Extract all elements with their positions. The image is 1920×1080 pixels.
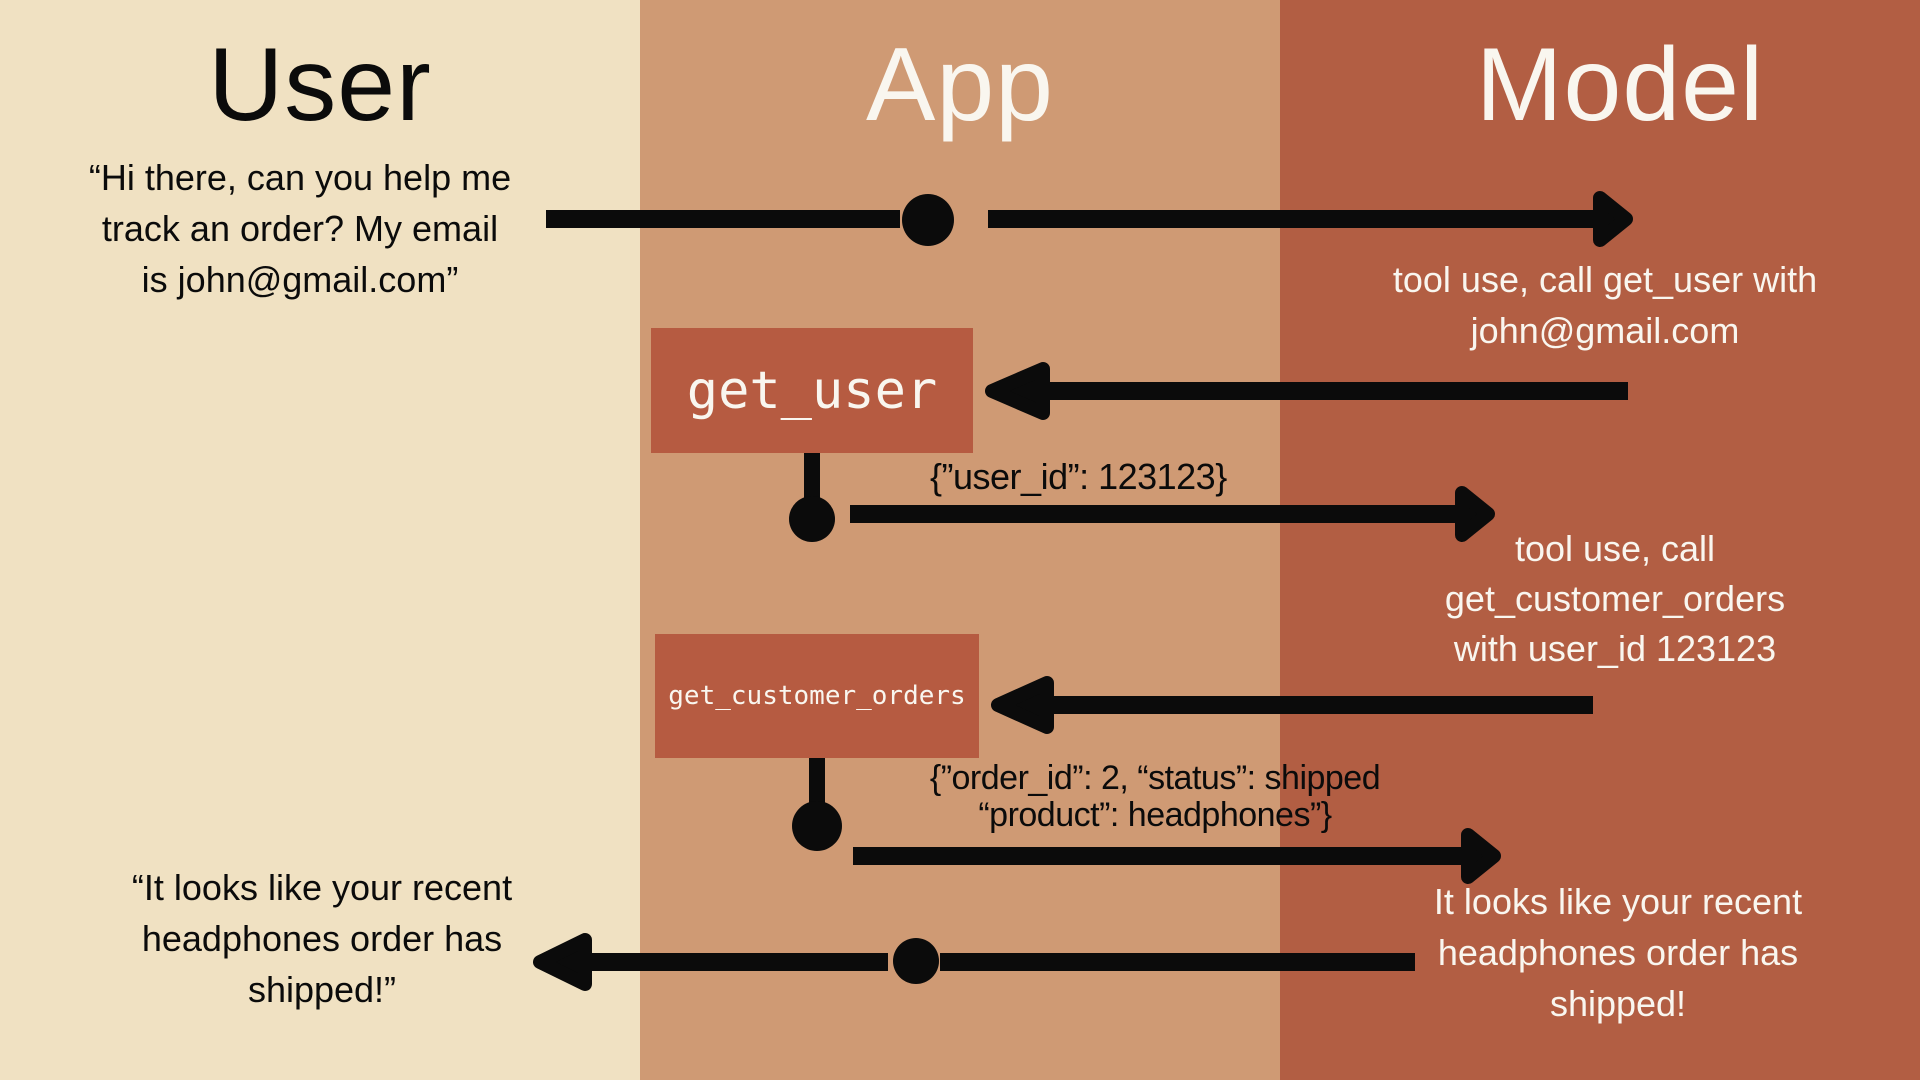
getuser-result-dot-icon <box>789 496 835 542</box>
model-reply-line: headphones order has <box>1437 932 1799 973</box>
lane-model-title: Model <box>1475 27 1765 143</box>
tool-result-1-payload: {”user_id”: 123123} <box>930 456 1227 497</box>
app-relay-dot-icon <box>893 938 939 984</box>
model-reply-line: shipped! <box>1549 983 1687 1024</box>
tool-result-2-line: “product”: headphones”} <box>978 796 1332 834</box>
tool-box-get-customer-orders-label: get_customer_orders <box>668 681 966 711</box>
arrowhead-right-icon <box>1455 486 1495 542</box>
lane-model: Model <box>1280 0 1920 1080</box>
lane-app-title: App <box>865 27 1055 143</box>
model-tool-call-1-text: tool use, call get_user with john@gmail.… <box>1385 254 1825 356</box>
model-tool-call-1-line: john@gmail.com <box>1470 310 1740 351</box>
user-reply-line: headphones order has <box>141 918 503 959</box>
model-reply-text: It looks like your recent headphones ord… <box>1398 876 1838 1029</box>
arrowhead-right-icon <box>1461 828 1501 884</box>
arrowhead-left-icon <box>985 362 1050 420</box>
arrowhead-right-icon <box>1593 191 1633 247</box>
user-reply-line: “It looks like your recent <box>131 867 513 908</box>
arrowhead-left-icon <box>991 676 1054 734</box>
lane-app: App <box>640 0 1280 1080</box>
lane-user: User <box>0 0 640 1080</box>
user-request-message: “Hi there, can you help me track an orde… <box>60 152 540 305</box>
tool-box-get-user: get_user <box>651 328 973 453</box>
getorders-result-dot-icon <box>792 801 842 851</box>
lane-user-title: User <box>208 27 432 143</box>
tool-box-get-customer-orders: get_customer_orders <box>655 634 979 758</box>
tool-result-2-payload: {”order_id”: 2, “status”: shipped “produ… <box>905 760 1405 834</box>
model-tool-call-2-line: with user_id 123123 <box>1453 628 1777 669</box>
user-reply-message: “It looks like your recent headphones or… <box>82 862 562 1015</box>
user-request-line: is john@gmail.com” <box>141 259 459 300</box>
model-tool-call-2-text: tool use, call get_customer_orders with … <box>1395 524 1835 674</box>
user-request-line: track an order? My email <box>101 208 499 249</box>
model-tool-call-2-line: get_customer_orders <box>1444 578 1786 619</box>
user-reply-line: shipped!” <box>247 969 397 1010</box>
model-tool-call-1-line: tool use, call get_user with <box>1392 259 1818 300</box>
tool-box-get-user-label: get_user <box>686 360 938 421</box>
model-reply-line: It looks like your recent <box>1433 881 1803 922</box>
tool-result-2-line: {”order_id”: 2, “status”: shipped <box>929 759 1381 797</box>
user-request-line: “Hi there, can you help me <box>88 157 512 198</box>
app-relay-dot-icon <box>902 194 954 246</box>
arrowhead-left-icon <box>533 933 592 991</box>
model-tool-call-2-line: tool use, call <box>1514 528 1716 569</box>
